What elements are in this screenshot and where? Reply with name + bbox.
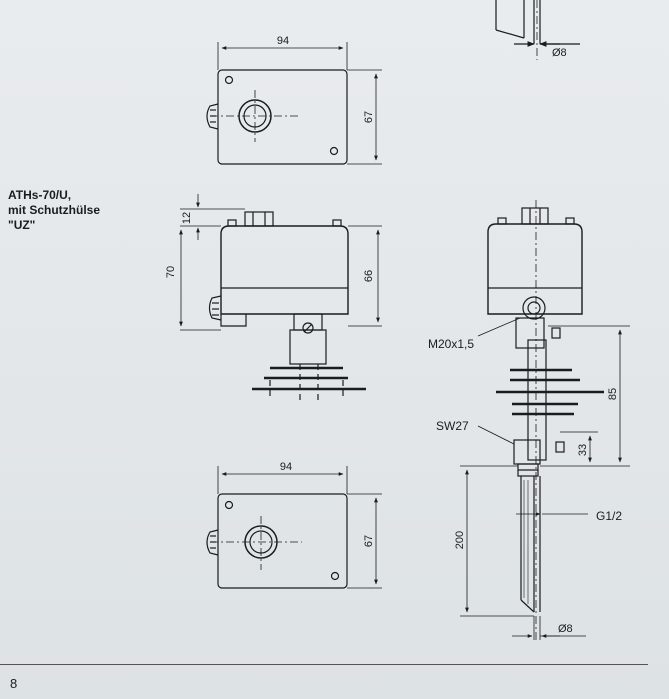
dim-bottom-width: 94 — [280, 461, 292, 473]
dim-diameter-top: Ø8 — [552, 47, 567, 59]
right-assembly-view — [460, 200, 630, 640]
bottom-top-view — [206, 466, 382, 589]
label-wrench-size: SW27 — [436, 419, 469, 433]
dim-top-height: 67 — [363, 111, 375, 123]
page-number: 8 — [10, 676, 18, 691]
caption-line-2: mit Schutzhülse — [8, 203, 101, 217]
dim-right-33: 33 — [577, 444, 589, 456]
dim-diameter-bottom: Ø8 — [558, 623, 573, 635]
dim-right-85: 85 — [607, 388, 619, 400]
dim-side-cap: 12 — [181, 212, 193, 224]
label-thread: M20x1,5 — [428, 337, 474, 351]
dim-top-width: 94 — [277, 35, 289, 47]
top-view — [206, 42, 382, 165]
dim-right-200: 200 — [454, 531, 466, 549]
side-view — [179, 194, 382, 404]
dim-side-body: 66 — [363, 270, 375, 282]
caption-line-3: "UZ" — [8, 218, 36, 232]
label-pipe-thread: G1/2 — [596, 509, 622, 523]
figure-caption: ATHs-70/U, mit Schutzhülse "UZ" — [8, 188, 100, 233]
dim-side-total: 70 — [165, 266, 177, 278]
page-footer-rule — [0, 664, 648, 665]
dim-bottom-height: 67 — [363, 535, 375, 547]
caption-line-1: ATHs-70/U, — [8, 188, 72, 202]
top-right-tube-fragment — [495, 0, 580, 60]
